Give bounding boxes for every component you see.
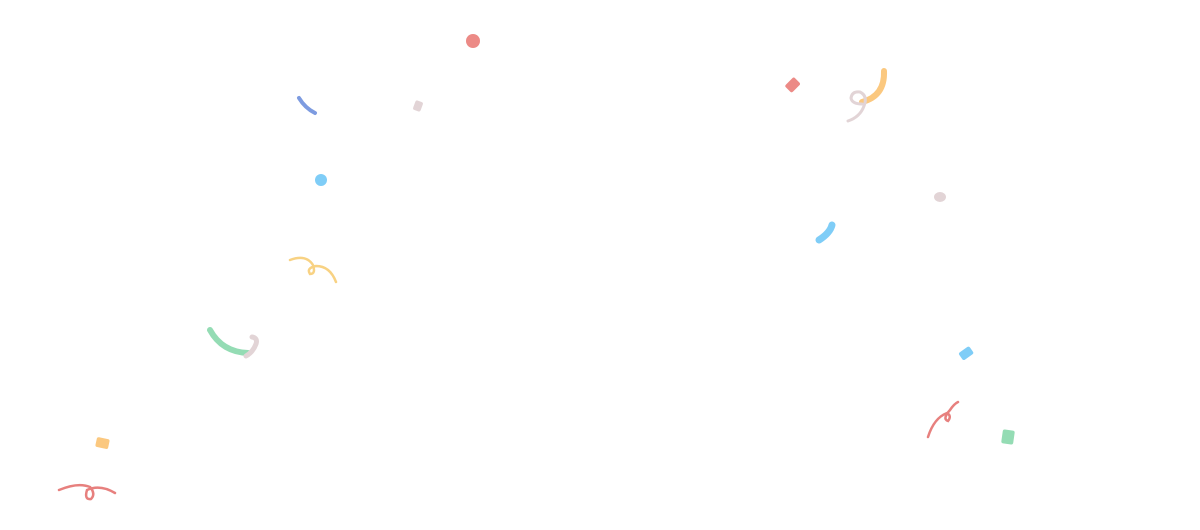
confetti-dot	[466, 34, 480, 48]
confetti-ribbon	[207, 327, 251, 356]
confetti-ribbon	[243, 334, 259, 359]
confetti-dot	[315, 174, 327, 186]
confetti-chip	[413, 100, 423, 112]
confetti-swirl	[57, 483, 117, 501]
confetti-chip	[1001, 429, 1015, 445]
confetti-chip	[95, 437, 110, 449]
confetti-swirl	[288, 256, 338, 284]
confetti-ribbon	[815, 221, 836, 244]
confetti-chip	[785, 77, 800, 93]
confetti-streamer	[297, 96, 317, 115]
confetti-swirl	[926, 400, 960, 439]
confetti-chip	[959, 346, 974, 360]
confetti-dot	[934, 192, 946, 202]
confetti-swirl	[846, 90, 867, 123]
